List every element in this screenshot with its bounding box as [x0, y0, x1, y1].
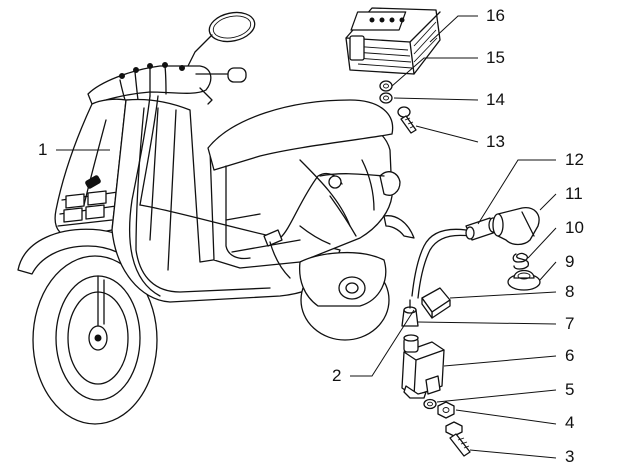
callout-3: 3 — [565, 447, 575, 465]
part-3-bolt — [445, 421, 471, 457]
callout-1: 1 — [38, 140, 48, 159]
callout-10: 10 — [565, 218, 584, 237]
front-wheel — [32, 255, 158, 425]
callout-15: 15 — [486, 48, 505, 67]
part-16-voltage-regulator — [345, 7, 441, 75]
callout-4: 4 — [565, 413, 575, 432]
callout-5: 5 — [565, 380, 575, 399]
part-5-washer — [423, 398, 437, 410]
rear-wheel — [298, 251, 390, 341]
front-shield — [54, 98, 127, 238]
part-6-ignition-coil — [401, 334, 445, 399]
part-13-screw — [397, 106, 417, 134]
callout-14: 14 — [486, 90, 505, 109]
part-11-spark-plug-cap — [492, 207, 540, 246]
part-8-connector — [421, 287, 451, 319]
callout-11: 11 — [565, 184, 583, 203]
callout-13: 13 — [486, 132, 505, 151]
part-9-grommet — [507, 269, 541, 291]
part-4-nut — [437, 401, 455, 419]
leader-lines — [56, 15, 557, 459]
wiring-harness — [128, 95, 385, 297]
callout-9: 9 — [565, 252, 575, 271]
callout-6: 6 — [565, 346, 575, 365]
rear-body — [207, 99, 401, 269]
part-12-ht-cable — [411, 217, 498, 299]
callout-16: 16 — [486, 6, 505, 25]
callout-8: 8 — [565, 282, 575, 301]
part-10-spring — [512, 252, 530, 270]
callout-12: 12 — [565, 150, 584, 169]
part-7-terminal — [401, 299, 419, 327]
callout-2: 2 — [332, 366, 342, 385]
mirror — [187, 11, 256, 67]
handlebar — [87, 62, 247, 105]
callout-7: 7 — [565, 314, 575, 333]
rear-flap — [383, 215, 415, 239]
part-14-washer — [379, 92, 393, 104]
scooter-drawing — [17, 11, 415, 425]
part-15-spacer — [379, 80, 393, 92]
